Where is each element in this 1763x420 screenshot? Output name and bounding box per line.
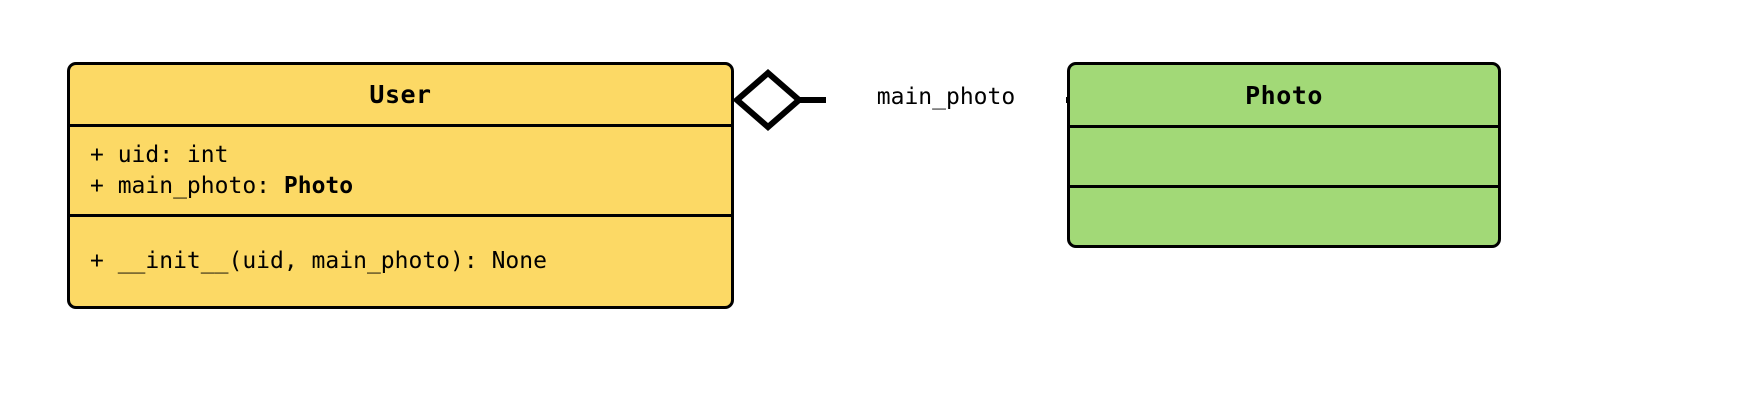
- attribute-uid: + uid: int: [90, 141, 229, 168]
- attribute-main-photo-prefix: + main_photo:: [90, 172, 284, 199]
- association-label: main_photo: [826, 82, 1066, 112]
- uml-class-photo-methods: [1070, 185, 1498, 245]
- attribute-main-photo-type: Photo: [283, 172, 354, 199]
- method-init: + __init__(uid, main_photo): None: [90, 248, 547, 274]
- uml-class-photo-attributes: [1070, 125, 1498, 185]
- uml-class-user-title: User: [369, 80, 432, 109]
- uml-class-user-methods: + __init__(uid, main_photo): None: [70, 214, 731, 306]
- aggregation-diamond-icon: [732, 69, 804, 131]
- uml-class-photo-title: Photo: [1245, 80, 1323, 110]
- uml-class-photo[interactable]: Photo: [1067, 62, 1501, 248]
- uml-class-user[interactable]: User + uid: int + main_photo: Photo + __…: [67, 62, 734, 309]
- uml-class-user-attributes: + uid: int + main_photo: Photo: [70, 124, 731, 214]
- attribute-main-photo: + main_photo: Photo: [90, 171, 711, 202]
